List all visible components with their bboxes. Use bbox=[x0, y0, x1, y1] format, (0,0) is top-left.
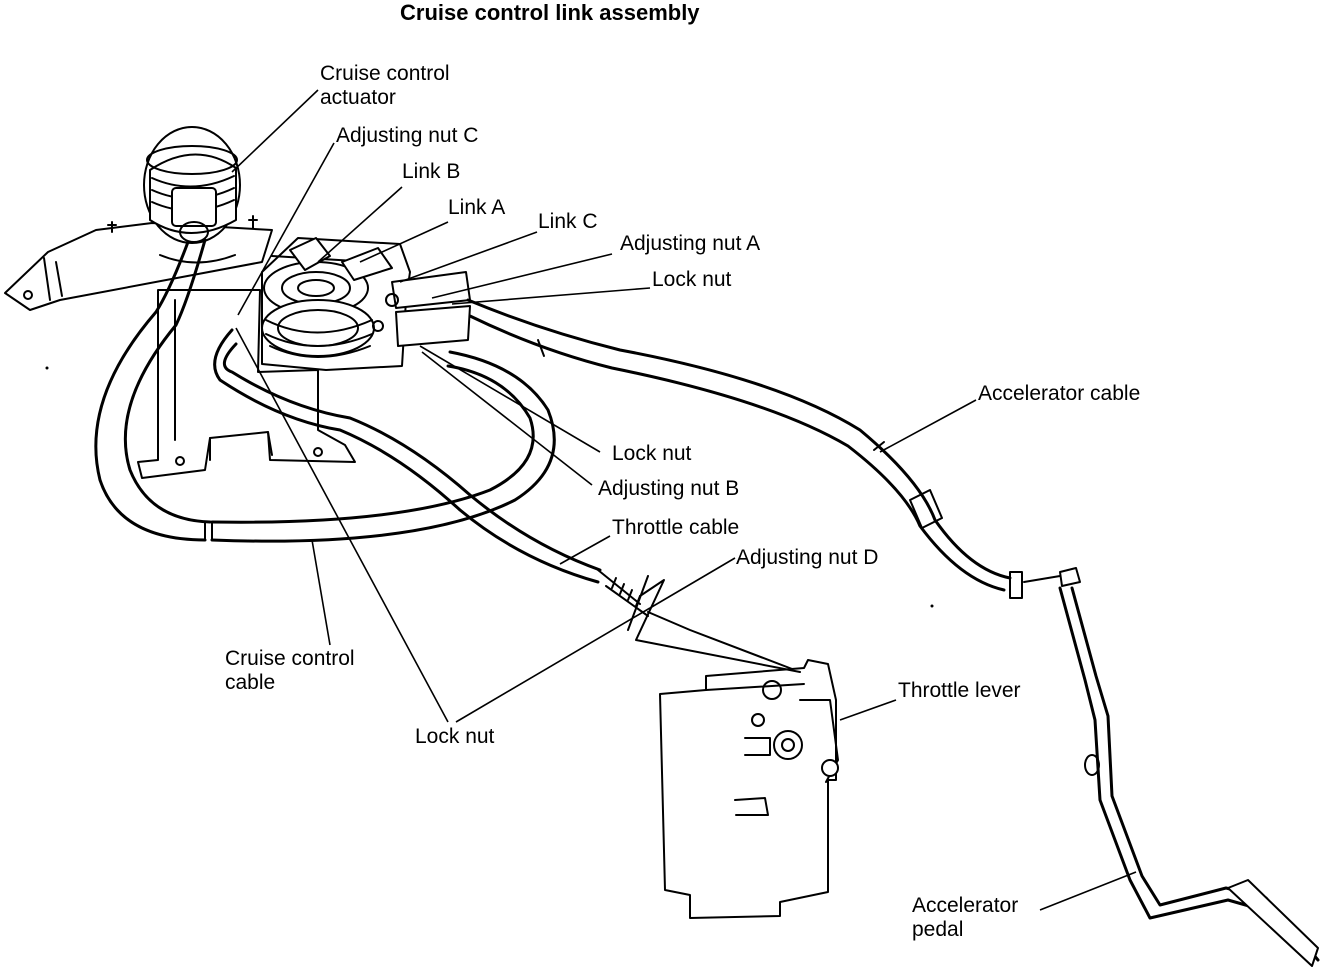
label-adjusting-nut-d: Adjusting nut D bbox=[736, 546, 878, 569]
scan-dot bbox=[930, 604, 934, 608]
label-accelerator-cable: Accelerator cable bbox=[978, 382, 1140, 405]
label-link-c: Link C bbox=[538, 210, 598, 233]
label-cc-cable-line1: Cruise control bbox=[225, 647, 355, 670]
label-actuator-line1: Cruise control bbox=[320, 62, 450, 85]
accelerator-pedal bbox=[1058, 586, 1320, 967]
throttle-body bbox=[627, 575, 839, 919]
diagram-title: Cruise control link assembly bbox=[400, 0, 700, 25]
accelerator-cable bbox=[466, 298, 1081, 599]
label-lock-nut-bottom: Lock nut bbox=[415, 725, 495, 748]
scan-dot bbox=[45, 366, 49, 370]
label-throttle-lever: Throttle lever bbox=[898, 679, 1021, 702]
label-lock-nut-mid: Lock nut bbox=[612, 442, 692, 465]
label-throttle-cable: Throttle cable bbox=[612, 516, 739, 539]
leader-lines bbox=[231, 89, 1137, 911]
label-link-a: Link A bbox=[448, 196, 505, 219]
label-pedal-line2: pedal bbox=[912, 918, 963, 941]
cruise-control-actuator bbox=[143, 126, 241, 264]
label-cc-cable-line2: cable bbox=[225, 671, 275, 694]
label-adjusting-nut-c: Adjusting nut C bbox=[336, 124, 478, 147]
label-link-b: Link B bbox=[402, 160, 460, 183]
link-assembly bbox=[261, 237, 471, 371]
labels: Cruise control actuator Adjusting nut C … bbox=[225, 62, 1140, 941]
label-lock-nut-top: Lock nut bbox=[652, 268, 732, 291]
throttle-cable bbox=[213, 328, 801, 673]
label-adjusting-nut-a: Adjusting nut A bbox=[620, 232, 760, 255]
label-actuator-line2: actuator bbox=[320, 86, 396, 109]
label-adjusting-nut-b: Adjusting nut B bbox=[598, 477, 739, 500]
label-pedal-line1: Accelerator bbox=[912, 894, 1018, 917]
mounting-bracket bbox=[4, 215, 356, 479]
